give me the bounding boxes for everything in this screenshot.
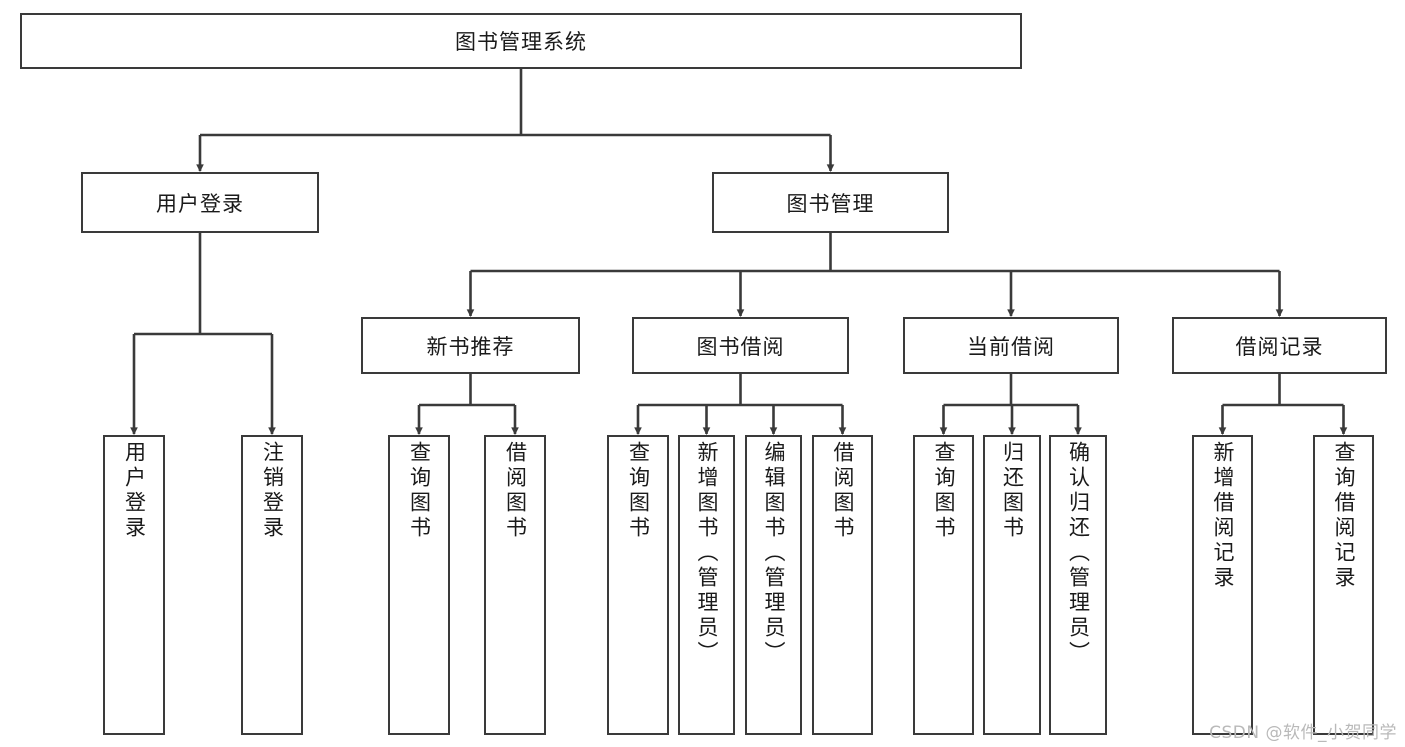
node-leaf-bo-edit: 编辑图书（管理员）: [745, 435, 802, 735]
node-label: 用户登录: [122, 441, 147, 541]
csdn-watermark: CSDN @软件_小贺同学: [1209, 723, 1397, 743]
node-label: 用户登录: [156, 191, 244, 216]
node-leaf-nb-borrow: 借阅图书: [484, 435, 546, 735]
node-leaf-bo-lend: 借阅图书: [812, 435, 873, 735]
node-label: 借阅图书: [503, 441, 528, 541]
node-label: 查询借阅记录: [1332, 441, 1356, 591]
node-leaf-nb-query: 查询图书: [388, 435, 450, 735]
node-label: 归还图书: [1000, 441, 1025, 541]
node-l2-record: 借阅记录: [1172, 317, 1387, 374]
node-label: 借阅记录: [1235, 334, 1324, 359]
node-leaf-re-query: 查询借阅记录: [1313, 435, 1374, 735]
node-leaf-re-add: 新增借阅记录: [1192, 435, 1253, 735]
node-leaf-user-login: 用户登录: [103, 435, 165, 735]
node-label: 图书借阅: [696, 334, 785, 359]
node-label: 注销登录: [260, 441, 285, 541]
node-leaf-cu-return: 归还图书: [983, 435, 1041, 735]
node-l1-book: 图书管理: [712, 172, 949, 233]
node-l2-newbook: 新书推荐: [361, 317, 580, 374]
node-label: 确认归还（管理员）: [1066, 441, 1091, 666]
node-l2-current: 当前借阅: [903, 317, 1119, 374]
node-label: 编辑图书（管理员）: [762, 441, 786, 666]
node-root: 图书管理系统: [20, 13, 1022, 69]
node-label: 新增借阅记录: [1211, 441, 1235, 591]
node-leaf-bo-add: 新增图书（管理员）: [678, 435, 735, 735]
node-leaf-cu-query: 查询图书: [913, 435, 974, 735]
node-label: 查询图书: [407, 441, 432, 541]
node-label: 图书管理: [786, 191, 875, 216]
node-leaf-bo-query: 查询图书: [607, 435, 669, 735]
node-leaf-cu-confirm: 确认归还（管理员）: [1049, 435, 1107, 735]
node-label: 查询图书: [626, 441, 651, 541]
node-label: 新书推荐: [426, 334, 515, 359]
node-label: 当前借阅: [967, 334, 1055, 359]
node-label: 借阅图书: [831, 441, 855, 541]
node-l2-borrow: 图书借阅: [632, 317, 849, 374]
node-leaf-user-logout: 注销登录: [241, 435, 303, 735]
node-label: 新增图书（管理员）: [695, 441, 719, 666]
node-label: 图书管理系统: [455, 30, 587, 54]
node-l1-user: 用户登录: [81, 172, 319, 233]
node-label: 查询图书: [932, 441, 956, 541]
